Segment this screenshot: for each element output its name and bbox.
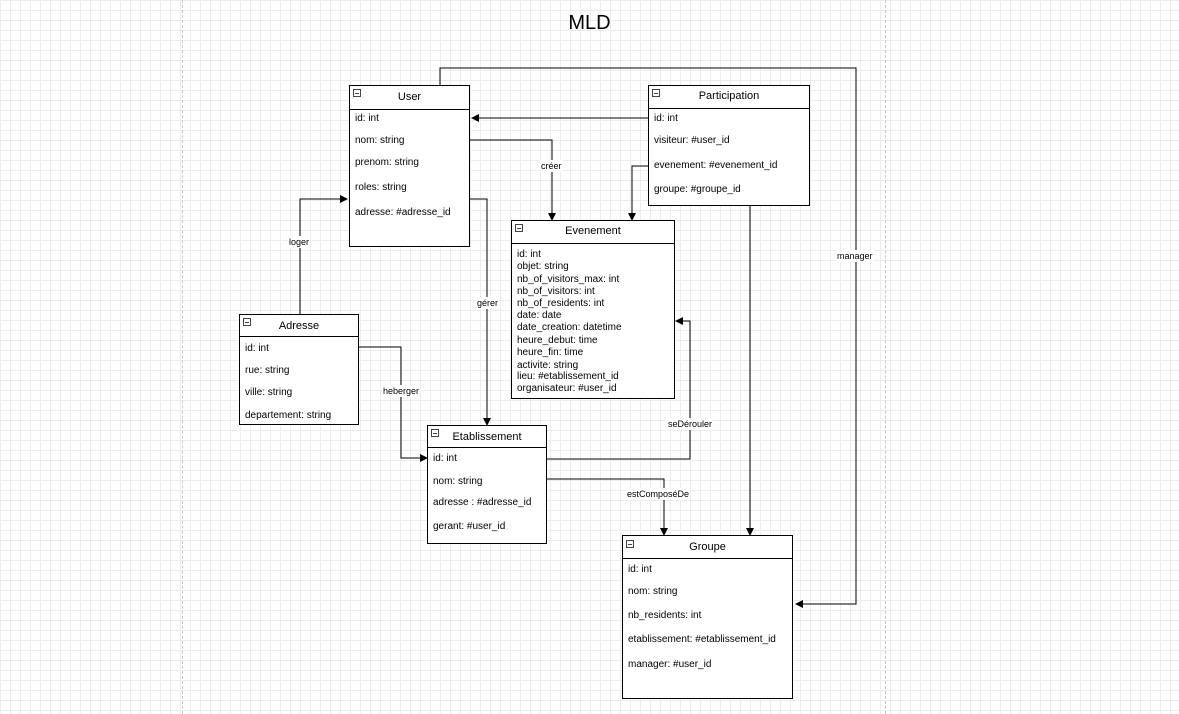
page-guide-left [182,0,183,714]
evenement-field-nb-residents: nb_of_residents: int [517,298,605,309]
minimize-icon[interactable] [243,318,251,326]
participation-field-groupe: groupe: #groupe_id [654,184,741,195]
evenement-field-activite: activite: string [517,360,579,371]
participation-field-visiteur: visiteur: #user_id [654,135,730,146]
adresse-field-ville: ville: string [245,387,293,398]
user-field-prenom: prenom: string [355,157,419,168]
minimize-icon[interactable] [431,429,439,437]
evenement-field-nb-visitors-max: nb_of_visitors_max: int [517,274,620,285]
entity-etablissement[interactable]: Etablissement id: int nom: string adress… [427,425,547,544]
entity-etablissement-name: Etablissement [452,431,522,443]
relation-label-estcomposede: estComposéDe [626,488,691,500]
adresse-field-id: id: int [245,343,269,354]
groupe-field-manager: manager: #user_id [628,659,712,670]
minimize-icon[interactable] [353,89,361,97]
adresse-field-departement: departement: string [245,410,332,421]
evenement-field-heure-fin: heure_fin: time [517,347,584,358]
entity-adresse[interactable]: Adresse id: int rue: string ville: strin… [239,314,359,425]
entity-groupe[interactable]: Groupe id: int nom: string nb_residents:… [622,535,793,699]
evenement-field-date-creation: date_creation: datetime [517,322,622,333]
evenement-field-heure-debut: heure_debut: time [517,335,598,346]
evenement-field-objet: objet: string [517,261,569,272]
relation-label-heberger: heberger [382,385,421,397]
user-field-adresse: adresse: #adresse_id [355,207,451,218]
relation-label-sederouler: seDérouler [667,418,714,430]
groupe-field-etablissement: etablissement: #etablissement_id [628,634,776,645]
etablissement-field-adresse: adresse : #adresse_id [433,497,532,508]
entity-user[interactable]: User id: int nom: string prenom: string … [349,85,470,247]
diagram-title: MLD [568,12,611,34]
etablissement-field-id: id: int [433,453,457,464]
evenement-field-lieu: lieu: #etablissement_id [517,371,619,382]
evenement-field-organisateur: organisateur: #user_id [517,383,617,394]
user-field-roles: roles: string [355,182,407,193]
relation-label-creer: créer [540,160,563,172]
edge-participation-evenement [628,165,648,221]
entity-groupe-name: Groupe [689,541,726,553]
evenement-field-id: id: int [517,249,541,260]
groupe-field-nom: nom: string [628,586,678,597]
minimize-icon[interactable] [515,224,523,232]
edge-loger [299,195,348,314]
edge-manager [439,67,857,608]
minimize-icon[interactable] [652,89,660,97]
etablissement-field-gerant: gerant: #user_id [433,521,506,532]
user-field-id: id: int [355,113,379,124]
relation-label-gerer: gérer [476,297,500,309]
entity-adresse-name: Adresse [278,320,320,332]
adresse-field-rue: rue: string [245,365,290,376]
etablissement-field-nom: nom: string [433,476,483,487]
entity-participation-name: Participation [698,90,760,102]
edge-estcomposede [547,478,668,536]
edge-heberger [359,346,428,462]
evenement-field-date: date: date [517,310,562,321]
relation-label-loger: loger [288,236,311,248]
edge-sederouler [547,317,691,460]
participation-field-id: id: int [654,113,678,124]
entity-participation[interactable]: Participation id: int visiteur: #user_id… [648,85,810,206]
edge-gerer [470,198,491,426]
groupe-field-id: id: int [628,564,652,575]
entity-evenement[interactable]: Evenement id: int objet: string nb_of_vi… [511,220,675,399]
page-guide-right [885,0,886,714]
entity-user-name: User [397,91,422,103]
minimize-icon[interactable] [626,540,634,548]
relation-label-manager: manager [836,250,874,262]
participation-field-evenement: evenement: #evenement_id [654,160,778,171]
edge-creer [470,139,556,221]
evenement-field-nb-visitors: nb_of_visitors: int [517,286,595,297]
groupe-field-nb-residents: nb_residents: int [628,610,702,621]
entity-evenement-name: Evenement [565,225,621,237]
user-field-nom: nom: string [355,135,405,146]
